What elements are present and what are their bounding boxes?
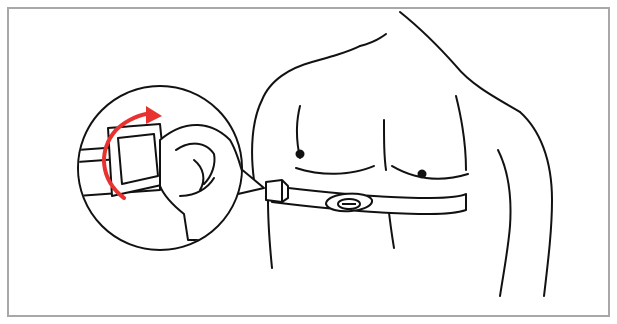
chest-strap (266, 180, 466, 214)
right-nipple (418, 170, 427, 179)
magnified-detail (78, 86, 244, 250)
left-nipple (296, 150, 305, 159)
